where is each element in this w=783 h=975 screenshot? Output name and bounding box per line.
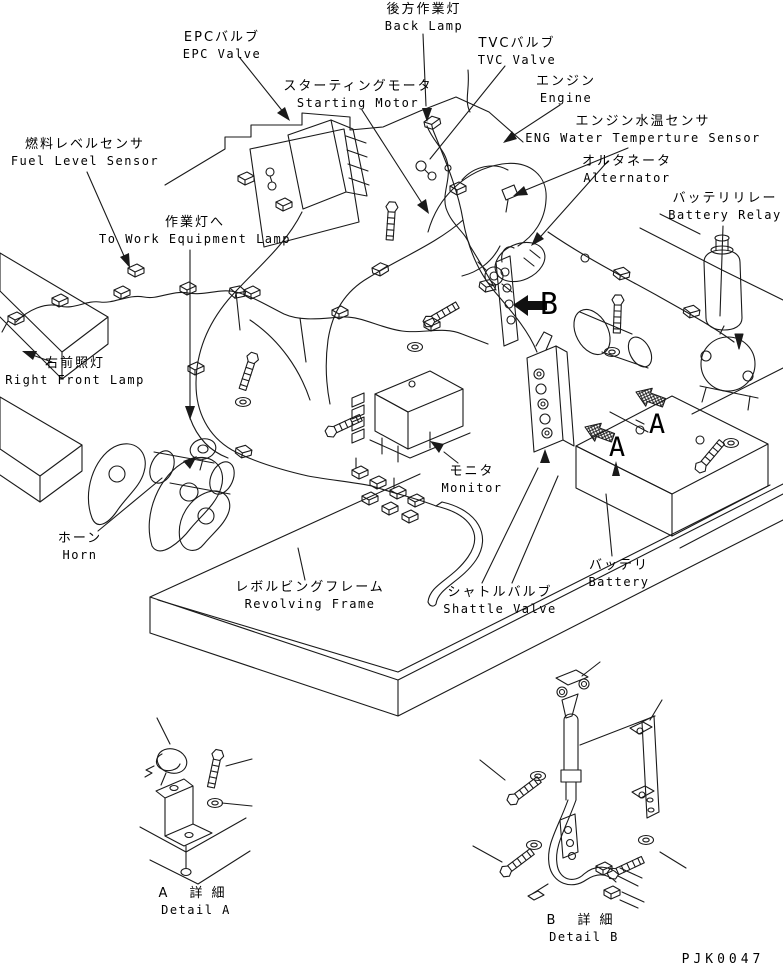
drawing-number: PJK0047	[681, 952, 765, 967]
label-battery-relay: バッテリリレー Battery Relay	[668, 191, 782, 222]
s-hose	[371, 485, 484, 607]
view-marker-a1: A	[648, 409, 666, 440]
starting-motor-drawing	[573, 308, 653, 369]
label-alternator: オルタネータ Alternator	[581, 154, 673, 185]
caption-detail-a: A 詳細 Detail A	[158, 886, 234, 917]
label-starting-motor: スターティングモータ Starting Motor	[283, 79, 433, 110]
detail-a-drawing	[139, 717, 253, 885]
label-horn: ホーン Horn	[57, 531, 103, 562]
label-engine: エンジン Engine	[535, 74, 597, 105]
label-epc-valve: EPCバルブ EPC Valve	[182, 30, 262, 61]
monitor-drawing	[351, 370, 471, 463]
label-shuttle-valve: シャトルバルブ Shattle Valve	[443, 585, 557, 616]
detail-b-drawing	[472, 661, 687, 909]
label-tvc-valve: TVCバルブ TVC Valve	[477, 36, 557, 67]
left-platform-slabs	[0, 252, 109, 503]
caption-detail-b: B 詳細 Detail B	[546, 913, 622, 944]
battery-drawing	[575, 395, 769, 557]
view-marker-b: B	[539, 287, 559, 322]
b-view-bracket	[469, 245, 519, 347]
engine-drawing	[427, 162, 547, 277]
leader-lines	[23, 33, 629, 581]
engine-right-harness	[547, 231, 735, 343]
boom-brackets	[87, 443, 235, 552]
label-monitor: モニタ Monitor	[441, 464, 503, 495]
battery-relay-drawing	[639, 213, 783, 415]
label-battery: バッテリ Battery	[588, 558, 650, 589]
label-back-lamp: 後方作業灯 Back Lamp	[384, 2, 464, 33]
main-wiring-harness	[187, 129, 538, 487]
engine-compartment-outline	[164, 96, 524, 186]
label-revolving-frame: レボルビングフレーム Revolving Frame	[235, 580, 385, 611]
leader-arrowheads	[22, 107, 620, 476]
right-front-lamp-harness	[1, 281, 489, 363]
view-marker-a2: A	[608, 432, 626, 463]
label-to-work-equipment-lamp: 作業灯へ To Work Equipment Lamp	[99, 215, 291, 246]
label-right-front-lamp: 右前照灯 Right Front Lamp	[5, 356, 145, 387]
epc-valve-drawing	[237, 119, 370, 248]
label-eng-water-temp-sensor: エンジン水温センサ ENG Water Temperture Sensor	[525, 114, 761, 145]
shuttle-valve-drawing	[481, 331, 575, 584]
horn-drawing	[189, 438, 217, 471]
revolving-frame-drawing	[149, 473, 783, 717]
view-b-arrow	[513, 295, 547, 316]
label-fuel-level-sensor: 燃料レベルセンサ Fuel Level Sensor	[10, 137, 160, 168]
